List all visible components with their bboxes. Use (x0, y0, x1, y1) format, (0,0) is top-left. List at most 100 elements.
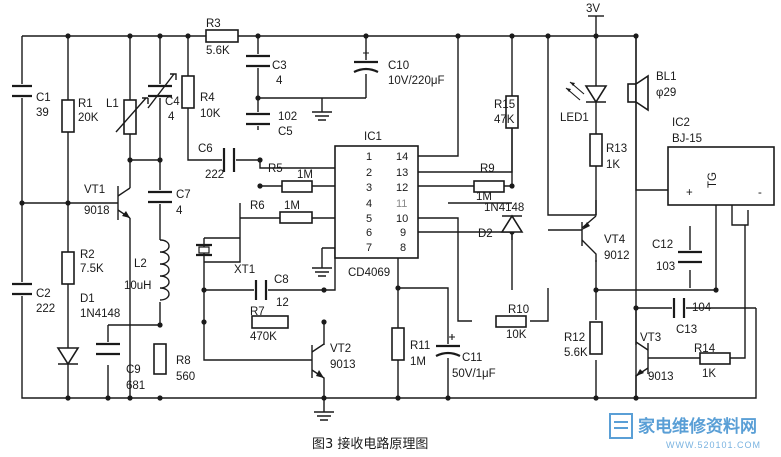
svg-text:9013: 9013 (648, 371, 674, 383)
transistor-vt1: VT1 9018 (84, 184, 131, 220)
svg-text:10uH: 10uH (124, 280, 152, 292)
svg-text:1N4148: 1N4148 (484, 202, 524, 214)
ic1-cd4069: IC1 CD4069 1 2 3 4 5 6 7 14 13 12 11 10 … (312, 131, 419, 279)
svg-text:WWW.520101.COM: WWW.520101.COM (666, 440, 761, 450)
svg-text:222: 222 (205, 169, 224, 181)
svg-text:103: 103 (656, 261, 675, 273)
svg-text:10: 10 (396, 213, 408, 225)
svg-text:7: 7 (366, 242, 372, 254)
resistor-r5: R5 1M (268, 163, 313, 193)
svg-text:1K: 1K (606, 159, 620, 171)
resistor-r12: R12 5.6K (564, 321, 603, 359)
svg-text:C5: C5 (278, 126, 293, 138)
svg-text:IC2: IC2 (672, 117, 690, 129)
svg-text:13: 13 (396, 167, 408, 179)
svg-text:R6: R6 (250, 200, 265, 212)
svg-text:222: 222 (36, 303, 55, 315)
svg-text:12: 12 (396, 182, 408, 194)
svg-text:5: 5 (366, 213, 372, 225)
transistor-vt3: VT3 9013 (635, 332, 674, 383)
capacitor-c6: C6 222 (198, 143, 236, 181)
svg-text:R12: R12 (564, 332, 585, 344)
svg-text:11: 11 (396, 198, 407, 210)
svg-text:12: 12 (276, 297, 289, 309)
svg-text:6: 6 (366, 227, 372, 239)
svg-text:C13: C13 (676, 324, 697, 336)
ic2-bj15: IC2 BJ-15 + TG - (667, 117, 775, 226)
svg-text:R8: R8 (176, 355, 191, 367)
supply-3v: 3V (586, 3, 604, 17)
svg-text:1K: 1K (702, 368, 716, 380)
resistor-r10: R10 10K (495, 304, 529, 341)
svg-text:14: 14 (396, 151, 408, 163)
capacitor-c7: C7 4 (148, 189, 191, 217)
svg-text:9018: 9018 (84, 205, 110, 217)
svg-text:5.6K: 5.6K (206, 45, 230, 57)
svg-text:XT1: XT1 (234, 264, 255, 276)
svg-text:C2: C2 (36, 288, 51, 300)
speaker-bl1: BL1 φ29 (627, 71, 676, 112)
svg-text:4: 4 (176, 205, 183, 217)
resistor-r13: R13 1K (589, 133, 627, 171)
svg-text:1M: 1M (284, 200, 300, 212)
svg-text:LED1: LED1 (560, 112, 589, 124)
svg-text:681: 681 (126, 380, 145, 392)
svg-text:D2: D2 (478, 228, 493, 240)
capacitor-c1: C1 39 (12, 84, 51, 119)
svg-text:C9: C9 (126, 364, 141, 376)
svg-text:560: 560 (176, 371, 195, 383)
svg-text:R3: R3 (206, 18, 221, 30)
svg-text:9: 9 (400, 227, 406, 239)
svg-text:-: - (758, 187, 762, 199)
inductor-l1: L1 (106, 97, 149, 135)
svg-text:4: 4 (366, 198, 372, 210)
svg-text:VT4: VT4 (604, 234, 626, 246)
svg-text:C1: C1 (36, 92, 51, 104)
capacitor-c12: C12 103 (652, 239, 702, 273)
svg-text:1M: 1M (297, 169, 313, 181)
svg-text:R10: R10 (508, 304, 529, 316)
svg-text:10K: 10K (200, 108, 221, 120)
resistor-r7: R7 470K (250, 306, 289, 343)
svg-text:470K: 470K (250, 331, 277, 343)
svg-text:C8: C8 (274, 274, 289, 286)
svg-text:10V/220μF: 10V/220μF (388, 75, 445, 87)
svg-text:TG: TG (707, 172, 719, 188)
svg-text:+: + (686, 187, 693, 199)
capacitor-c5: 102 C5 (246, 111, 297, 138)
svg-text:8: 8 (400, 242, 406, 254)
svg-text:L2: L2 (134, 258, 147, 270)
svg-text:1N4148: 1N4148 (80, 308, 120, 320)
svg-text:C10: C10 (388, 60, 409, 72)
svg-text:5.6K: 5.6K (564, 347, 588, 359)
svg-text:R2: R2 (80, 249, 95, 261)
resistor-r2: R2 7.5K (61, 249, 104, 285)
svg-text:R14: R14 (694, 343, 716, 355)
svg-text:9013: 9013 (330, 359, 356, 371)
svg-text:1: 1 (366, 151, 372, 163)
svg-text:4: 4 (168, 111, 175, 123)
capacitor-c2: C2 222 (12, 282, 55, 315)
watermark-logo-icon (609, 413, 633, 439)
diode-d1: D1 1N4148 (56, 293, 120, 366)
svg-text:R4: R4 (200, 92, 215, 104)
svg-text:R7: R7 (250, 306, 265, 318)
capacitor-c3: C3 4 (246, 54, 287, 87)
resistor-r8: R8 560 (153, 343, 195, 383)
capacitor-c4: C4 4 (147, 73, 180, 123)
crystal-xt1: XT1 (196, 243, 255, 276)
svg-text:D1: D1 (80, 293, 95, 305)
capacitor-c9: C9 681 (96, 342, 145, 392)
svg-text:BL1: BL1 (656, 71, 676, 83)
svg-text:家电维修资料网: 家电维修资料网 (638, 416, 757, 437)
svg-text:7.5K: 7.5K (80, 263, 104, 275)
capacitor-c10: C10 10V/220μF (353, 50, 445, 87)
svg-text:2: 2 (366, 167, 372, 179)
svg-text:R1: R1 (78, 98, 93, 110)
svg-text:R9: R9 (480, 163, 495, 175)
resistor-r6: R6 1M (250, 200, 313, 224)
figure-caption: 图3 接收电路原理图 (312, 436, 428, 452)
svg-text:R11: R11 (410, 340, 430, 352)
svg-text:3: 3 (366, 182, 372, 194)
